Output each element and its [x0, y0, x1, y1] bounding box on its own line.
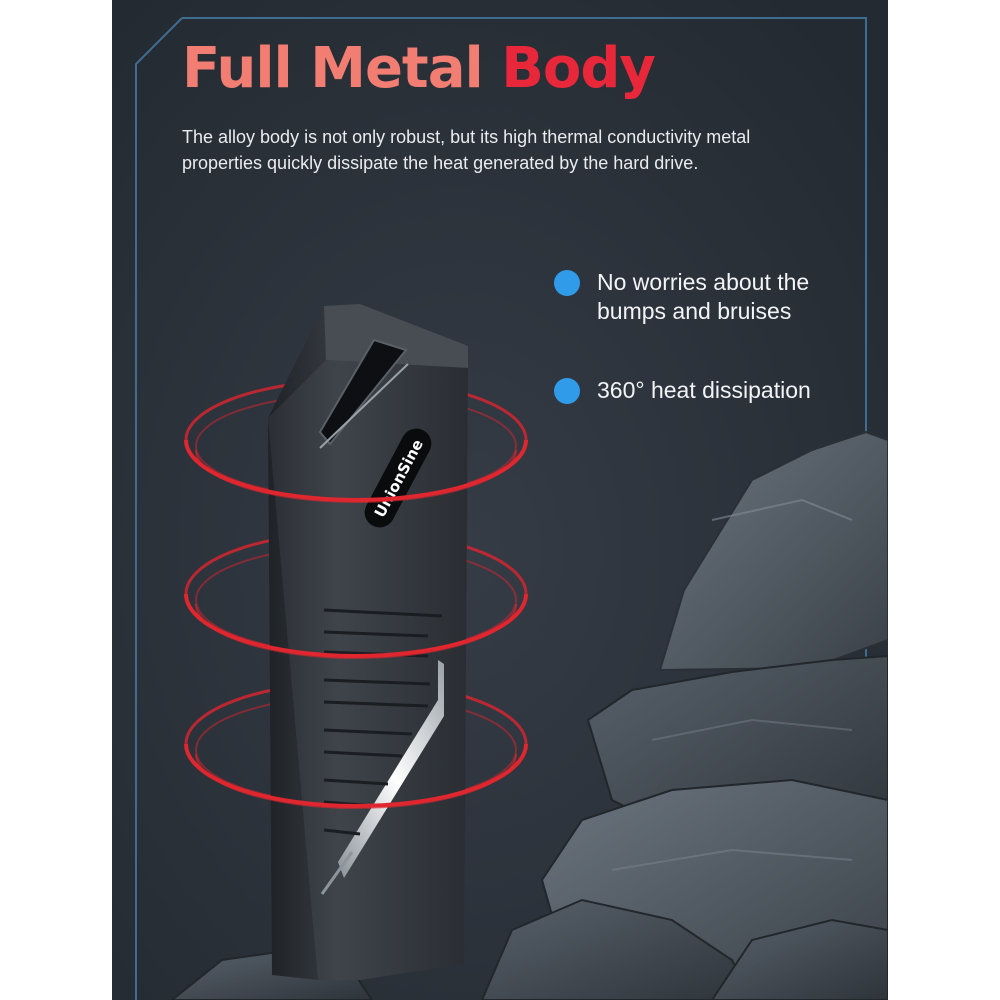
banner-background — [112, 0, 888, 1000]
feature-line-1: No worries about the — [597, 269, 810, 295]
feature-label: 360° heat dissipation — [597, 377, 811, 403]
headline-part-1: Full Metal — [182, 36, 502, 101]
headline-part-2: Body — [501, 36, 656, 101]
enclosure-body: UnionSine — [268, 304, 468, 980]
feature-heat: 360° heat dissipation — [554, 376, 811, 405]
headline: Full Metal Body — [182, 36, 656, 101]
bullet-dot-icon — [554, 378, 580, 404]
feature-bumps: No worries about the bumps and bruises — [554, 268, 809, 326]
product-banner: Full Metal Body The alloy body is not on… — [112, 0, 888, 1000]
bullet-dot-icon — [554, 270, 580, 296]
rocks-pile — [170, 430, 888, 1000]
feature-line-2: bumps and bruises — [597, 298, 792, 324]
ssd-enclosure-image: UnionSine — [184, 304, 528, 980]
description-text: The alloy body is not only robust, but i… — [182, 127, 751, 173]
feature-label: No worries about the bumps and bruises — [597, 268, 809, 326]
heat-rings-front — [184, 439, 528, 809]
